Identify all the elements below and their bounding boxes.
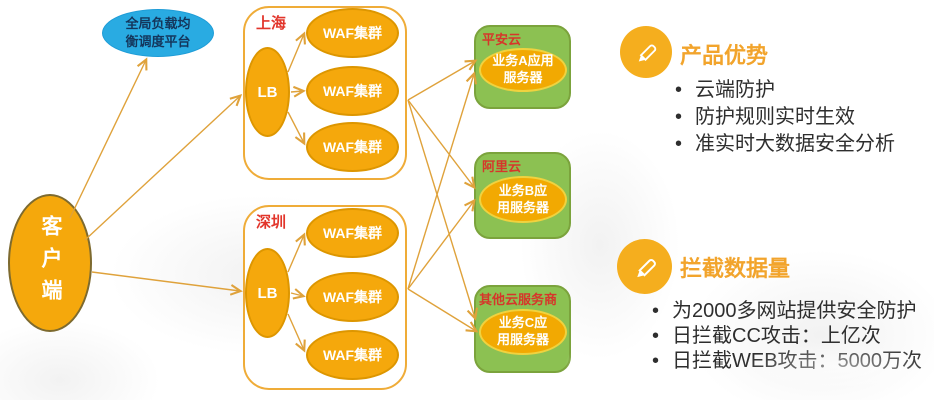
global-load-balancer-label: 全局负载均衡调度平台: [125, 16, 191, 49]
pencil-icon: [636, 258, 656, 277]
app-server-b-node: 业务B应用服务器: [479, 176, 567, 223]
lb-node-shanghai: LB: [245, 47, 290, 137]
list-item: 准实时大数据安全分析: [675, 131, 895, 158]
list-item: 日拦截CC攻击：上亿次: [652, 324, 922, 349]
app-server-c-label: 业务C应用服务器: [496, 315, 549, 347]
cloud-label-other: 其他云服务商: [479, 292, 558, 307]
waf-cluster-label: WAF集群: [322, 83, 383, 99]
list-item: 防护规则实时生效: [675, 104, 895, 131]
product-advantages-title: 产品优势: [680, 43, 769, 68]
region-label-shenzhen: 深圳: [256, 214, 287, 231]
app-server-b-label: 业务B应用服务器: [496, 182, 549, 215]
lb-node-shenzhen: LB: [245, 248, 290, 338]
list-item: 日拦截WEB攻击：5000万次: [652, 349, 922, 374]
region-label-shanghai: 上海: [256, 15, 287, 32]
cloud-label-pingan: 平安云: [482, 32, 522, 47]
interception-volume-list: 为2000多网站提供安全防护 日拦截CC攻击：上亿次 日拦截WEB攻击：5000…: [652, 299, 922, 374]
waf-cluster-node: WAF集群: [306, 66, 399, 116]
app-server-a-node: 业务A应用服务器: [479, 48, 567, 92]
cloud-label-aliyun: 阿里云: [482, 159, 522, 174]
list-item: 云端防护: [675, 77, 895, 104]
waf-cluster-node: WAF集群: [306, 208, 399, 258]
lb-label: LB: [257, 83, 278, 101]
waf-cluster-label: WAF集群: [322, 225, 383, 241]
pencil-icon: [638, 44, 657, 62]
waf-cluster-node: WAF集群: [306, 122, 399, 172]
waf-cluster-node: WAF集群: [306, 8, 399, 58]
waf-cluster-label: WAF集群: [322, 25, 383, 41]
global-load-balancer-node: 全局负载均衡调度平台: [102, 9, 214, 57]
waf-cluster-label: WAF集群: [322, 139, 383, 155]
lb-label: LB: [257, 284, 278, 302]
cloud-pattern-decoration: [0, 320, 160, 400]
waf-cluster-label: WAF集群: [322, 347, 383, 363]
interception-volume-title: 拦截数据量: [680, 256, 791, 281]
waf-cluster-node: WAF集群: [306, 272, 399, 322]
waf-cluster-label: WAF集群: [322, 289, 383, 305]
client-node-label: 客户端: [39, 215, 62, 311]
client-node: 客户端: [8, 194, 92, 332]
interception-volume-icon-circle: [617, 239, 672, 294]
waf-cluster-node: WAF集群: [306, 330, 399, 380]
app-server-c-node: 业务C应用服务器: [479, 309, 567, 355]
list-item: 为2000多网站提供安全防护: [652, 299, 922, 324]
product-advantages-list: 云端防护 防护规则实时生效 准实时大数据安全分析: [675, 77, 895, 158]
product-advantages-icon-circle: [620, 26, 672, 78]
app-server-a-label: 业务A应用服务器: [492, 53, 554, 85]
